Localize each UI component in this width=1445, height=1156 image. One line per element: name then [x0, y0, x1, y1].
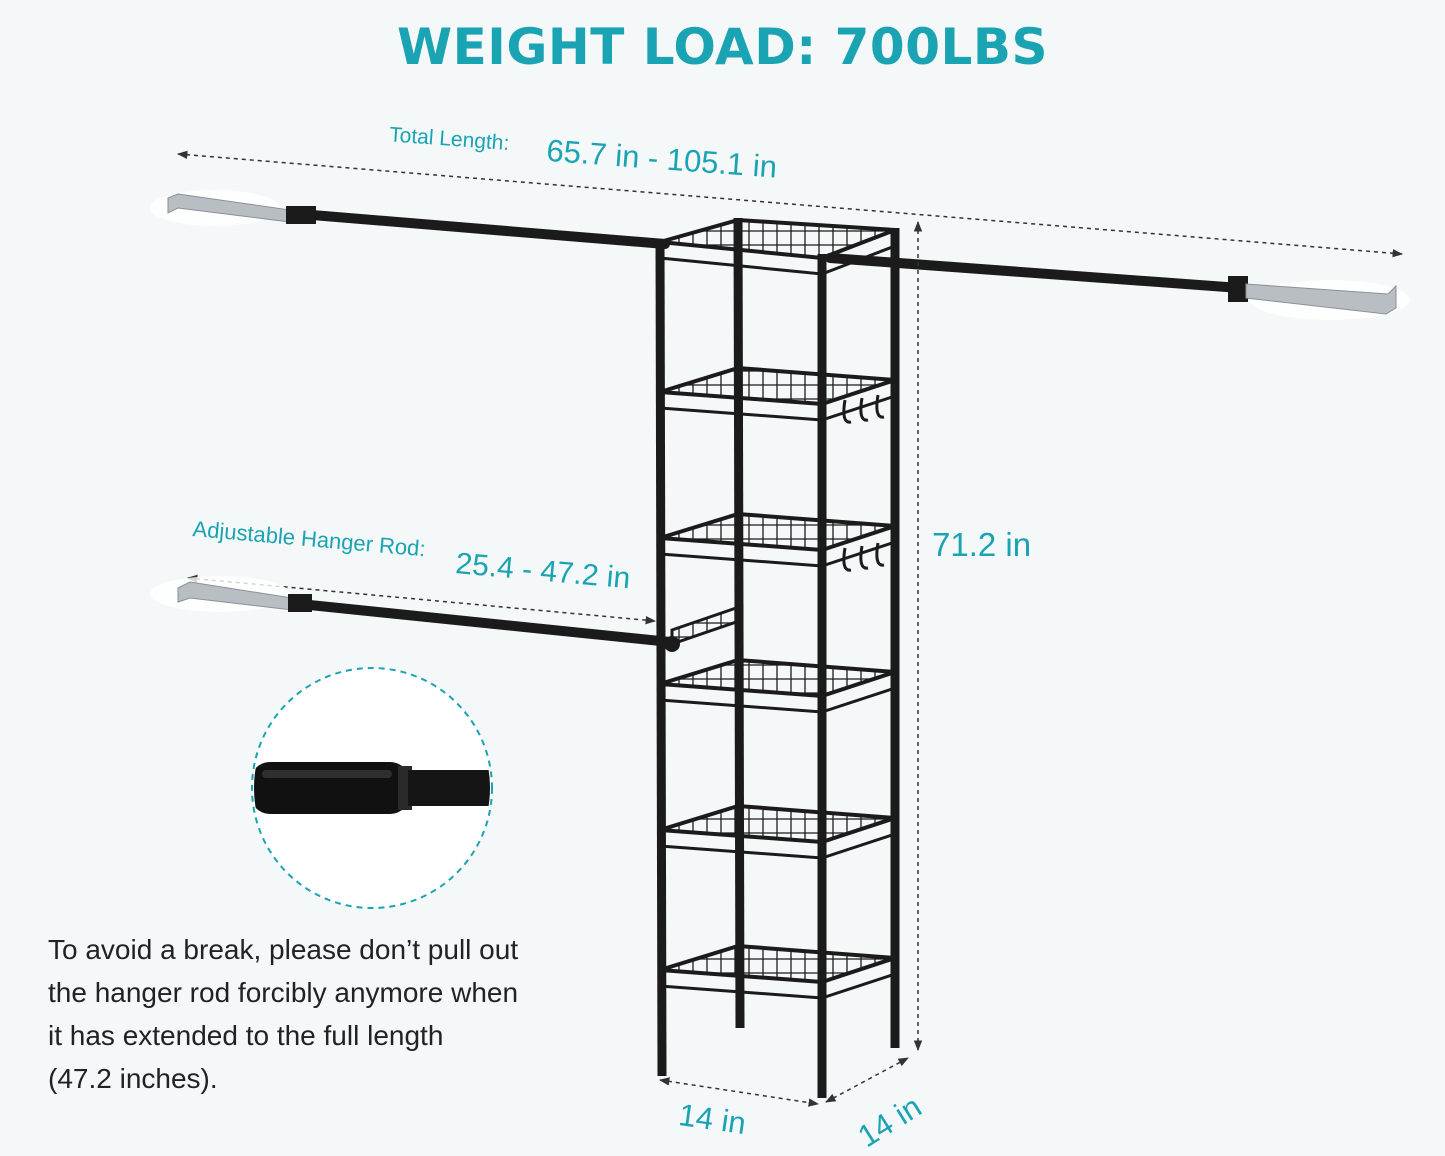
note-line-4: (47.2 inches).	[48, 1063, 218, 1094]
total-length-label-group: Total Length: 65.7 in - 105.1 in	[388, 123, 778, 185]
hanger-rod-bracket	[670, 603, 744, 647]
adjustable-hanger-rod	[295, 599, 675, 647]
warning-note: To avoid a break, please don’t pull out …	[48, 928, 608, 1100]
top-left-hanger-rod	[295, 209, 670, 249]
total-length-value: 65.7 in - 105.1 in	[545, 133, 778, 185]
rod-detail-callout	[251, 667, 493, 909]
hanger-rod-dimension-line	[186, 574, 657, 625]
front-left-post	[655, 239, 667, 1077]
shelf-6	[659, 943, 896, 1000]
note-line-1: To avoid a break, please don’t pull out	[48, 934, 519, 965]
width-dimension-line	[658, 1077, 820, 1107]
shelf-2	[659, 365, 896, 424]
depth-value: 14 in	[852, 1089, 928, 1154]
shelf-tower	[655, 217, 900, 1098]
height-value: 71.2 in	[932, 526, 1031, 563]
hanger-rod-label: Adjustable Hanger Rod:	[192, 516, 427, 561]
note-line-2: the hanger rod forcibly anymore when	[48, 977, 519, 1008]
top-right-wall-bracket	[1228, 276, 1410, 320]
note-line-3: it has extended to the full length	[48, 1020, 444, 1051]
page-title: WEIGHT LOAD: 700LBS	[396, 18, 1048, 76]
depth-dimension-line	[825, 1057, 909, 1103]
top-left-wall-bracket	[150, 190, 316, 226]
shelf-1	[659, 217, 896, 276]
shelf-4	[659, 657, 896, 714]
hanger-rod-value: 25.4 - 47.2 in	[454, 547, 631, 595]
width-value: 14 in	[677, 1097, 748, 1141]
back-left-post	[733, 217, 745, 1029]
shelf-5	[659, 803, 896, 860]
shelf-3	[659, 511, 896, 572]
lower-wall-bracket	[150, 576, 312, 612]
total-length-label: Total Length:	[388, 123, 510, 155]
